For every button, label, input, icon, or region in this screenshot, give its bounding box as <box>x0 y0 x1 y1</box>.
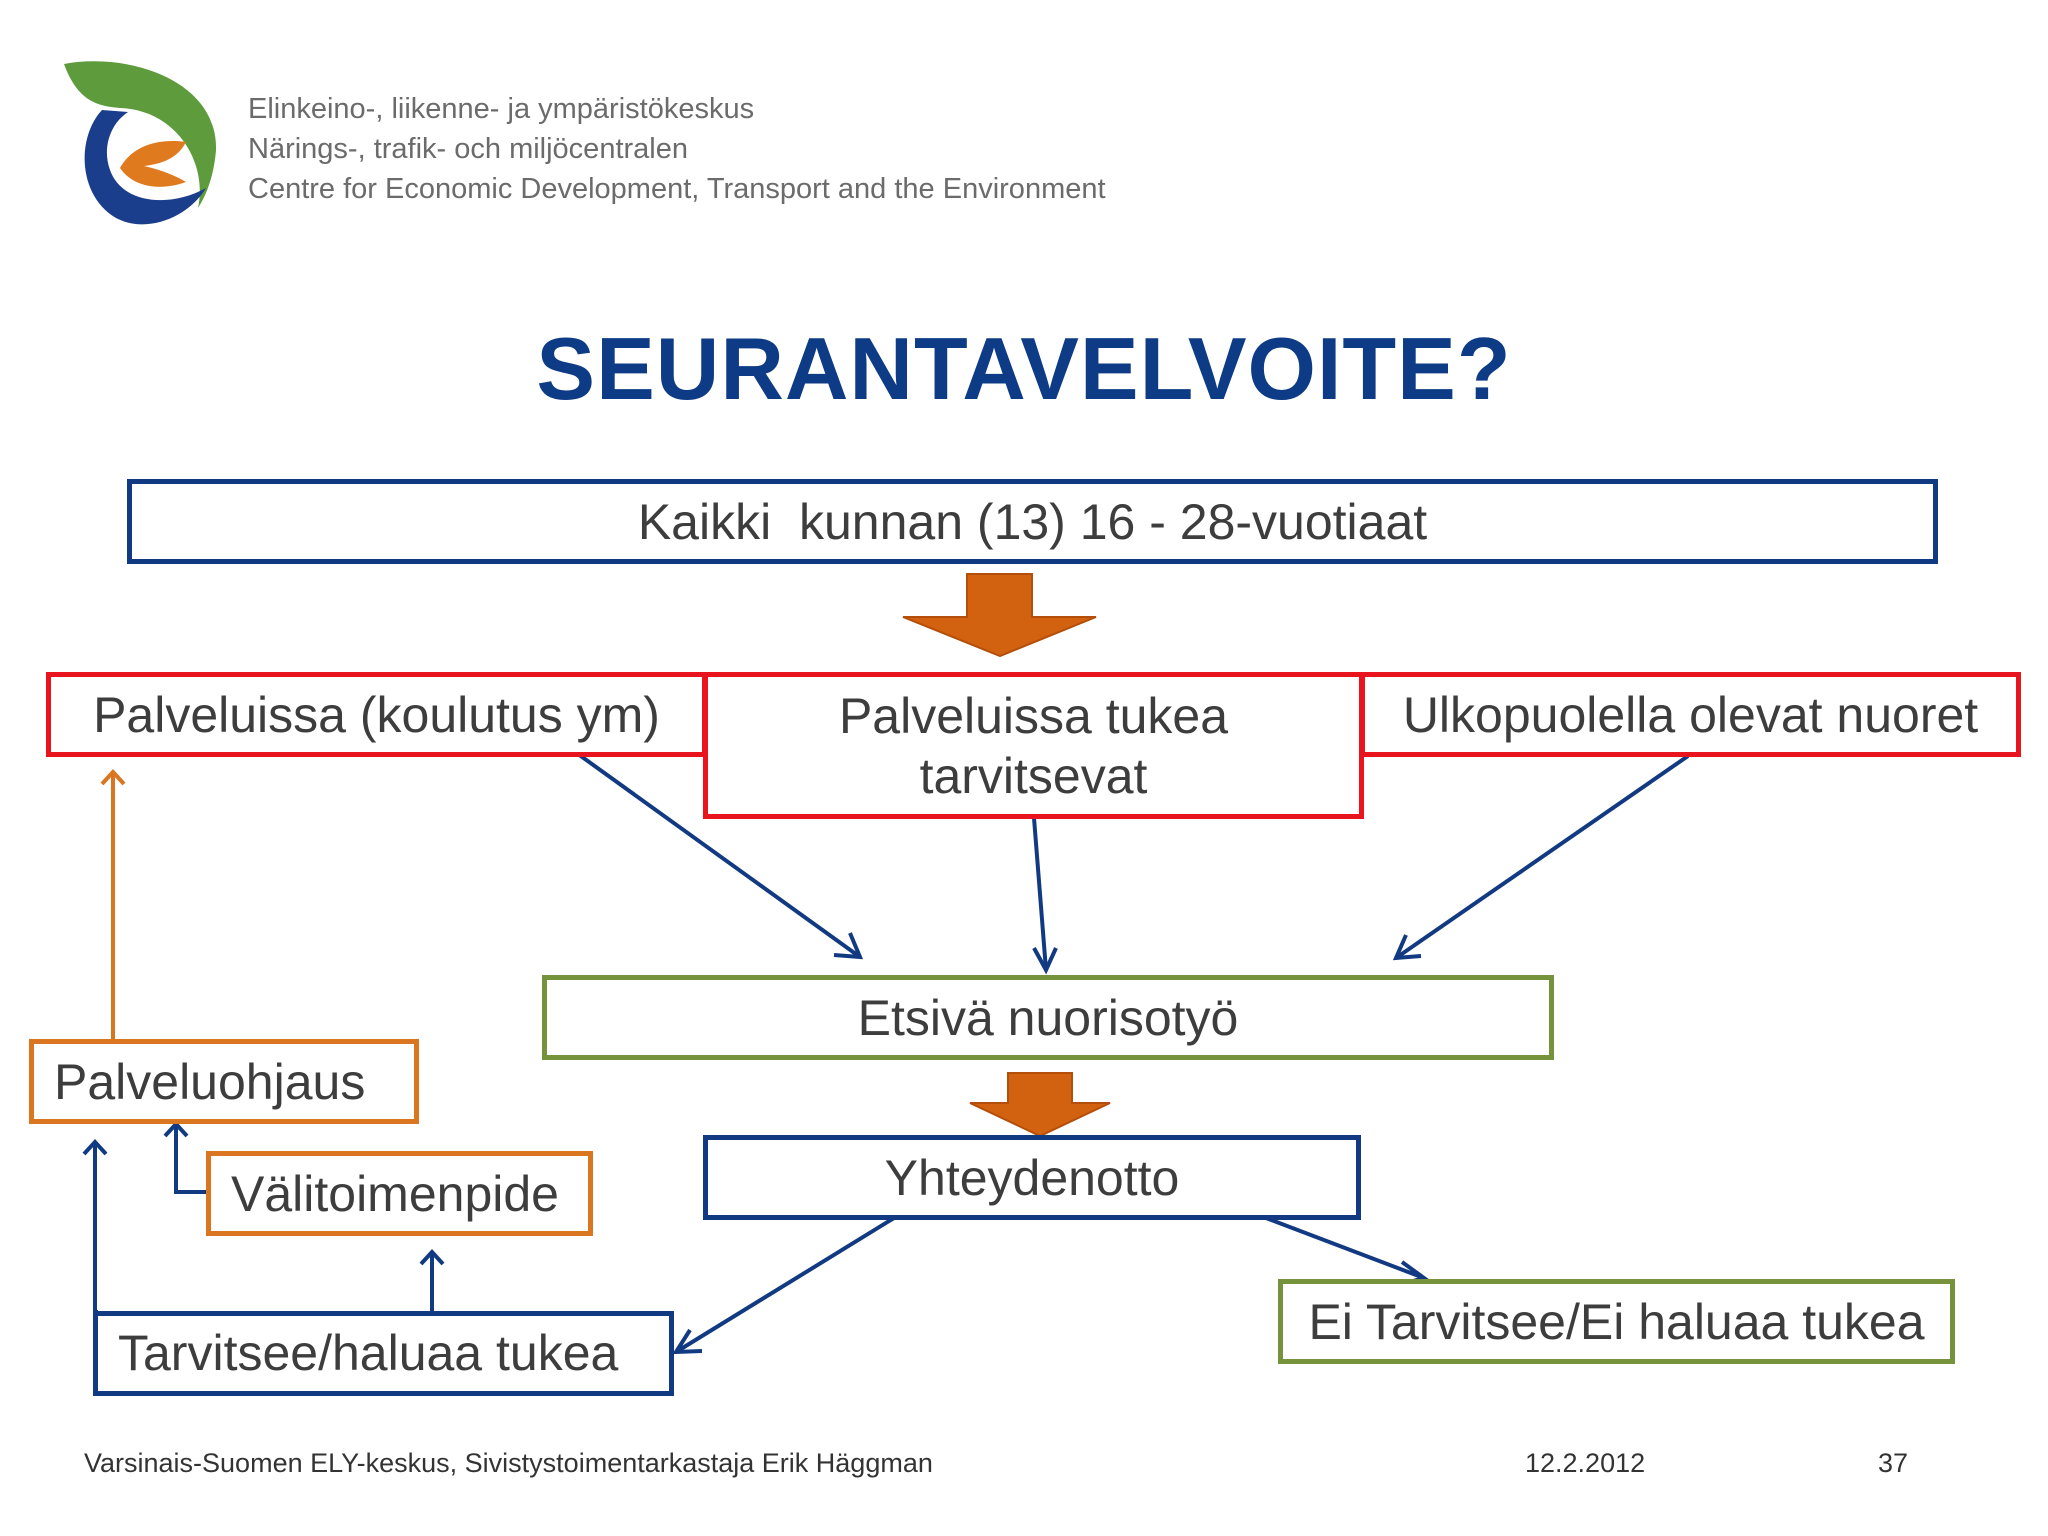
box-outside-youth: Ulkopuolella olevat nuoret <box>1360 672 2021 757</box>
arrow-services-to-outreach <box>576 752 862 959</box>
box-intermediate-measure: Välitoimenpide <box>206 1151 593 1236</box>
org-name-en: Centre for Economic Development, Transpo… <box>248 173 1106 205</box>
arrow-needs-support-to-guidance <box>93 1142 98 1314</box>
footer-source: Varsinais-Suomen ELY-keskus, Sivistystoi… <box>84 1448 933 1478</box>
org-name-sv: Närings-, trafik- och miljöcentralen <box>248 133 688 165</box>
box-contact: Yhteydenotto <box>703 1135 1361 1220</box>
arrow-outside-to-outreach <box>1394 754 1690 960</box>
box-all-youth: Kaikki kunnan (13) 16 - 28-vuotiaat <box>127 479 1938 564</box>
box-in-services-need-support-label: Palveluissa tukea tarvitsevat <box>838 687 1229 804</box>
box-service-guidance-label: Palveluohjaus <box>54 1053 366 1110</box>
box-service-guidance: Palveluohjaus <box>29 1039 419 1124</box>
arrow-contact-to-no-support <box>1265 1216 1425 1280</box>
box-all-youth-label: Kaikki kunnan (13) 16 - 28-vuotiaat <box>637 493 1428 550</box>
arrow-contact-to-needs-support <box>674 1216 896 1354</box>
slide-title: SEURANTAVELVOITE? <box>536 319 1512 418</box>
org-name-fi: Elinkeino-, liikenne- ja ympäristökeskus <box>248 93 755 125</box>
box-contact-label: Yhteydenotto <box>884 1150 1180 1206</box>
box-no-support-label: Ei Tarvitsee/Ei haluaa tukea <box>1308 1293 1925 1350</box>
box-needs-support: Tarvitsee/haluaa tukea <box>93 1311 674 1396</box>
box-in-services-need-support: Palveluissa tukea tarvitsevat <box>703 672 1364 819</box>
arrow-need-support-to-outreach <box>1032 817 1048 971</box>
box-outreach: Etsivä nuorisotyö <box>542 975 1554 1060</box>
arrow-intermediate-to-guidance <box>174 1124 206 1194</box>
box-in-services-label: Palveluissa (koulutus ym) <box>93 686 660 743</box>
block-arrow-down-1 <box>902 573 1097 658</box>
ely-logo-icon <box>64 61 217 225</box>
footer-page-number: 37 <box>1878 1448 1909 1478</box>
box-outside-youth-label: Ulkopuolella olevat nuoret <box>1402 686 1979 743</box>
block-arrow-down-2 <box>969 1072 1111 1138</box>
box-intermediate-measure-label: Välitoimenpide <box>231 1165 559 1222</box>
box-needs-support-label: Tarvitsee/haluaa tukea <box>118 1325 619 1381</box>
footer-date: 12.2.2012 <box>1525 1448 1646 1478</box>
box-no-support: Ei Tarvitsee/Ei haluaa tukea <box>1278 1279 1955 1364</box>
box-outreach-label: Etsivä nuorisotyö <box>857 989 1239 1046</box>
box-in-services: Palveluissa (koulutus ym) <box>46 672 707 757</box>
